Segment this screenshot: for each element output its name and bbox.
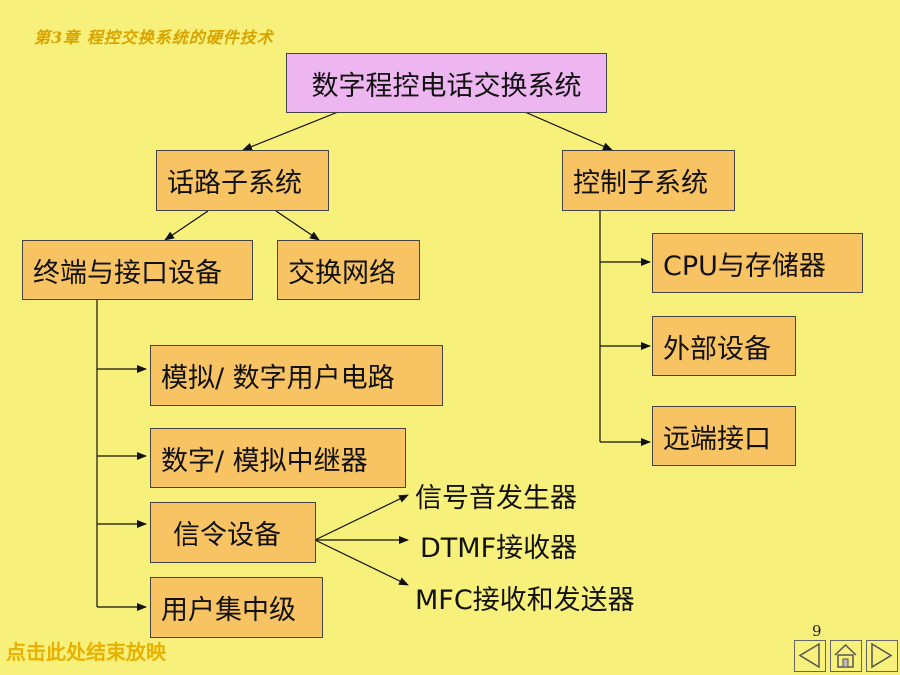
root-node: 数字程控电话交换系统 <box>286 53 607 113</box>
signaling-device-label: 信令设备 <box>173 520 281 551</box>
mfc-transceiver-label: MFC接收和发送器 <box>415 585 635 616</box>
switching-network-label: 交换网络 <box>288 257 396 289</box>
speech-subsystem-node: 话路子系统 <box>156 150 329 211</box>
next-icon <box>871 642 893 669</box>
peripheral-label: 外部设备 <box>663 333 771 365</box>
terminal-interface-node: 终端与接口设备 <box>22 240 253 300</box>
page-number: 9 <box>812 622 822 640</box>
signaling-device-node: 信令设备 <box>150 502 316 563</box>
peripheral-node: 外部设备 <box>652 316 796 376</box>
prev-icon <box>798 642 820 669</box>
dtmf-receiver-label: DTMF接收器 <box>420 533 578 564</box>
chapter-header: 第3章 程控交换系统的硬件技术 <box>34 28 274 47</box>
root-label: 数字程控电话交换系统 <box>311 70 582 102</box>
tone-generator-label: 信号音发生器 <box>415 483 577 514</box>
subscriber-circuit-node: 模拟/ 数字用户电路 <box>150 345 443 406</box>
concentrator-label: 用户集中级 <box>161 595 296 626</box>
control-subsystem-node: 控制子系统 <box>562 150 735 211</box>
switching-network-node: 交换网络 <box>277 240 420 300</box>
prev-slide-button[interactable] <box>794 640 826 672</box>
control-subsystem-label: 控制子系统 <box>573 168 708 199</box>
remote-interface-node: 远端接口 <box>652 406 796 466</box>
home-slide-button[interactable] <box>830 640 862 672</box>
trunk-label: 数字/ 模拟中继器 <box>161 445 368 477</box>
end-show-link[interactable]: 点击此处结束放映 <box>6 640 166 664</box>
cpu-memory-label: CPU与存储器 <box>663 250 826 282</box>
speech-subsystem-label: 话路子系统 <box>167 168 302 199</box>
remote-interface-label: 远端接口 <box>663 423 771 455</box>
trunk-node: 数字/ 模拟中继器 <box>150 428 406 488</box>
next-slide-button[interactable] <box>866 640 898 672</box>
terminal-interface-label: 终端与接口设备 <box>33 257 222 289</box>
home-icon <box>834 643 857 668</box>
cpu-memory-node: CPU与存储器 <box>652 233 863 293</box>
concentrator-node: 用户集中级 <box>150 577 323 638</box>
subscriber-circuit-label: 模拟/ 数字用户电路 <box>161 363 395 394</box>
